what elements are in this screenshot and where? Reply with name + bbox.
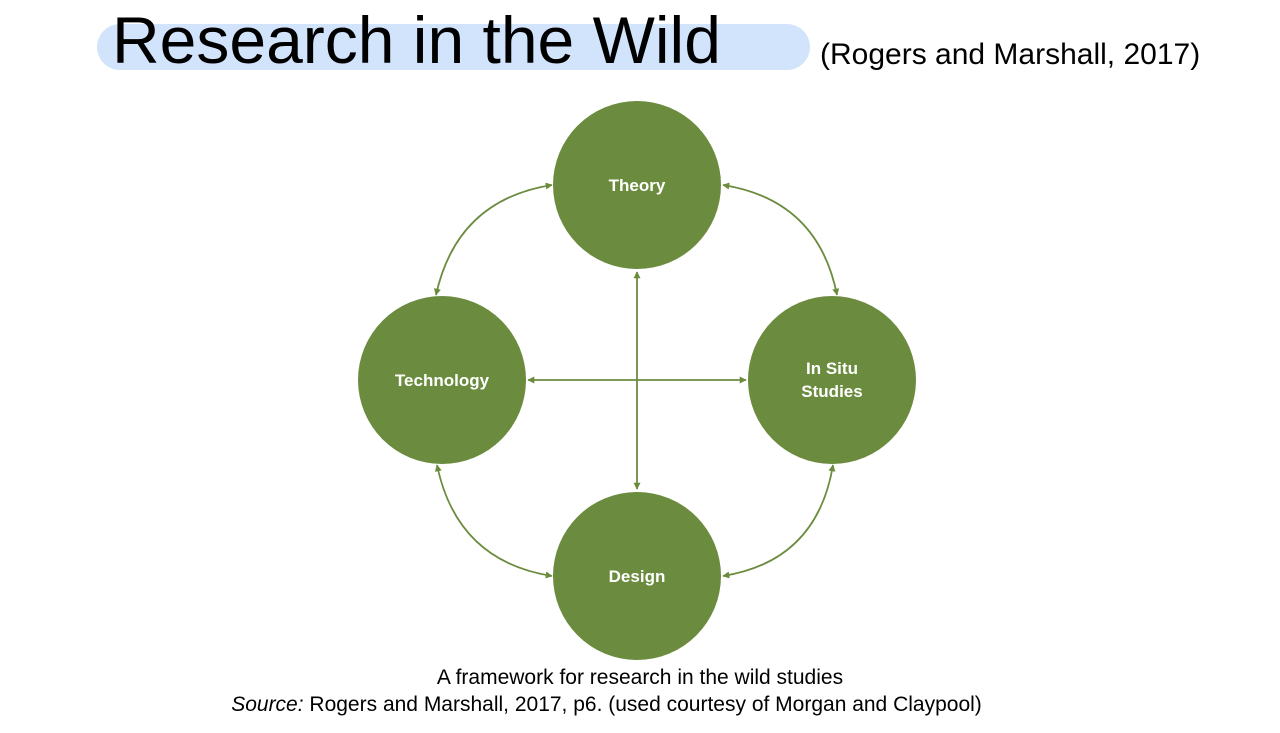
arrow-technology-design	[434, 464, 553, 579]
node-technology: Technology	[358, 296, 526, 464]
node-label-in-situ-line1: In Situ	[806, 359, 858, 378]
node-label-technology: Technology	[395, 371, 490, 390]
arrow-insitu-design	[722, 464, 836, 579]
node-in-situ-studies: In Situ Studies	[748, 296, 916, 464]
connector-arrows	[433, 182, 840, 579]
node-label-in-situ-line2: Studies	[801, 382, 862, 401]
figure-caption: A framework for research in the wild stu…	[436, 666, 844, 689]
node-design: Design	[553, 492, 721, 660]
node-label-design: Design	[609, 567, 666, 586]
node-label-theory: Theory	[609, 176, 666, 195]
title-citation: (Rogers and Marshall, 2017)	[820, 38, 1201, 71]
source-label: Source:	[231, 693, 304, 716]
node-theory: Theory	[553, 101, 721, 269]
title-highlight	[97, 24, 810, 70]
arrow-theory-technology	[433, 182, 553, 296]
arrow-theory-insitu	[722, 182, 840, 296]
figure-source: Source: Rogers and Marshall, 2017, p6. (…	[0, 691, 1213, 719]
slide-title: Research in the Wild	[112, 3, 721, 77]
source-text: Rogers and Marshall, 2017, p6. (used cou…	[303, 693, 982, 716]
